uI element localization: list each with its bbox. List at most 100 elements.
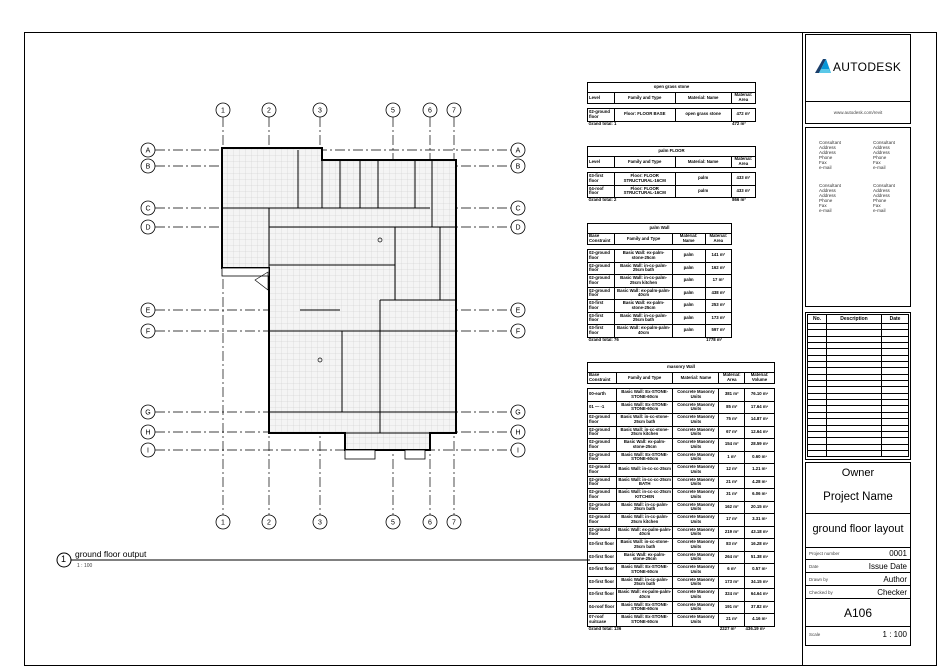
grand-total-value: 472 m² xyxy=(732,121,746,126)
grid-bubble-6[interactable]: 6 xyxy=(422,514,438,530)
svg-text:2: 2 xyxy=(267,108,271,115)
revision-row[interactable] xyxy=(807,361,909,369)
revision-row[interactable] xyxy=(807,418,909,426)
grid-bubble-2[interactable]: 2 xyxy=(261,514,277,530)
grid-bubble-H[interactable]: H xyxy=(510,424,526,440)
revision-row[interactable] xyxy=(807,405,909,413)
table-cell: 173 m² xyxy=(704,311,733,325)
grid-bubble-1[interactable]: 1 xyxy=(215,102,231,118)
revision-row[interactable] xyxy=(807,386,909,394)
grid-bubble-E[interactable]: E xyxy=(510,302,526,318)
table-cell: 21 m² xyxy=(718,475,746,489)
revision-row[interactable] xyxy=(807,424,909,432)
revision-row[interactable] xyxy=(807,367,909,375)
revision-row[interactable] xyxy=(807,411,909,420)
grid-bubble-5[interactable]: 5 xyxy=(385,102,401,118)
grid-bubble-7[interactable]: 7 xyxy=(446,514,462,530)
grid-bubble-G[interactable]: G xyxy=(140,404,156,420)
grid-bubble-I[interactable]: I xyxy=(510,442,526,458)
grid-bubble-B[interactable]: B xyxy=(510,158,526,174)
grid-bubble-G[interactable]: G xyxy=(510,404,526,420)
revision-row[interactable] xyxy=(807,329,909,337)
svg-text:G: G xyxy=(145,410,150,417)
revision-row[interactable] xyxy=(807,443,909,451)
grid-bubble-C[interactable]: C xyxy=(510,200,526,216)
revision-row[interactable] xyxy=(807,437,909,445)
grid-bubble-5[interactable]: 5 xyxy=(385,514,401,530)
grid-bubble-E[interactable]: E xyxy=(140,302,156,318)
grid-bubble-A[interactable]: A xyxy=(140,142,156,158)
grid-bubble-A[interactable]: A xyxy=(510,142,526,158)
grid-bubble-C[interactable]: C xyxy=(140,200,156,216)
grid-bubble-F[interactable]: F xyxy=(140,323,156,339)
revision-row[interactable] xyxy=(807,354,909,363)
grid-bubble-1[interactable]: 1 xyxy=(215,514,231,530)
revision-row[interactable] xyxy=(807,430,909,439)
revision-row[interactable] xyxy=(807,449,909,458)
grid-bubble-D[interactable]: D xyxy=(140,219,156,235)
column-header: Base Constraint xyxy=(587,372,617,384)
table-cell: 01 — -1 xyxy=(587,400,617,414)
revision-row[interactable] xyxy=(807,380,909,388)
grid-bubble-B[interactable]: B xyxy=(140,158,156,174)
grid-bubble-6[interactable]: 6 xyxy=(422,102,438,118)
revision-row[interactable] xyxy=(807,392,909,401)
view-title-marker[interactable] xyxy=(56,552,590,568)
grid-bubble-F[interactable]: F xyxy=(510,323,526,339)
revision-row[interactable] xyxy=(807,348,909,356)
grid-bubble-3[interactable]: 3 xyxy=(312,514,328,530)
table-cell: 03-first floor xyxy=(586,299,616,313)
grid-bubble-7[interactable]: 7 xyxy=(446,102,462,118)
revision-row[interactable] xyxy=(807,373,909,382)
revision-row[interactable] xyxy=(807,342,909,350)
revision-row[interactable] xyxy=(807,322,909,331)
revision-row[interactable] xyxy=(807,335,909,344)
website[interactable]: www.autodesk.com/revit xyxy=(833,110,883,115)
grid-bubble-I[interactable]: I xyxy=(140,442,156,458)
grand-total-value: 866 m² xyxy=(732,197,746,202)
table-cell: Concrete Masonry Units xyxy=(672,450,720,464)
view-title[interactable]: ground floor output xyxy=(75,549,147,559)
revision-row[interactable] xyxy=(807,399,909,407)
grid-bubble-2[interactable]: 2 xyxy=(261,102,277,118)
table-cell: 64.64 m³ xyxy=(744,588,775,602)
grid-bubble-3[interactable]: 3 xyxy=(312,102,328,118)
grid-bubble-H[interactable]: H xyxy=(140,424,156,440)
grid-bubble-D[interactable]: D xyxy=(510,219,526,235)
rev-header-description: Description xyxy=(826,314,882,324)
